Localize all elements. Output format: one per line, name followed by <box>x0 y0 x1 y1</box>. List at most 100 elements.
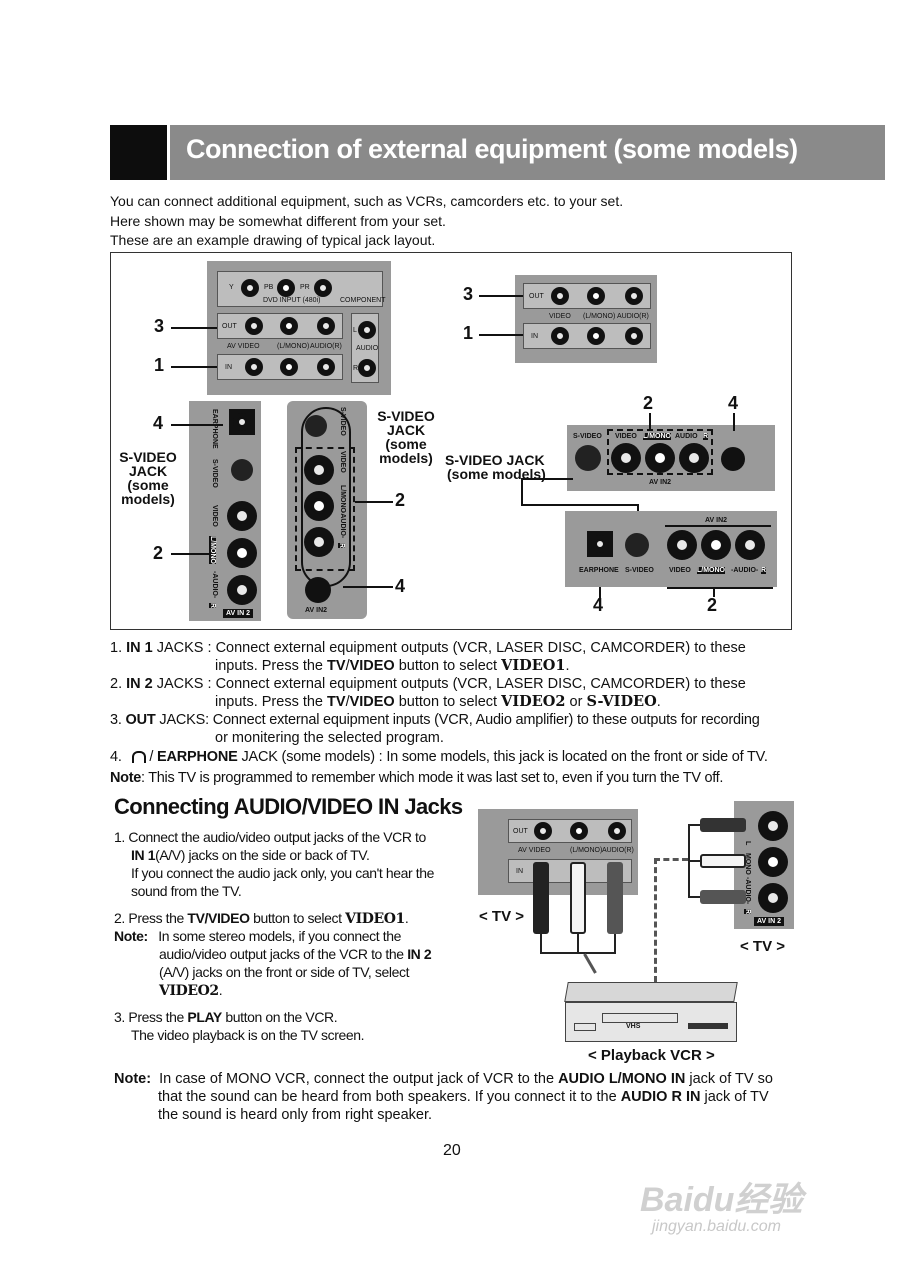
r-label: R <box>353 365 359 372</box>
item-dot: . <box>565 658 570 674</box>
item-jacks: JACKS: <box>155 712 213 728</box>
jack-audio-l[interactable] <box>227 538 257 568</box>
step-key: TV/VIDEO <box>187 910 250 926</box>
callout-line <box>649 413 651 431</box>
header-bar <box>170 125 885 180</box>
jack-out-right[interactable] <box>317 317 335 335</box>
callout-2: 2 <box>643 393 654 413</box>
jack-in-left[interactable] <box>280 358 298 376</box>
cable <box>688 896 700 898</box>
jack-in-right[interactable] <box>625 327 643 345</box>
item-text: Connect external equipment inputs (VCR, … <box>212 712 760 728</box>
jack-audio-l[interactable] <box>645 443 675 473</box>
step-text: button on the VCR. <box>221 1009 338 1025</box>
svideo-jack-line: models) <box>121 491 175 507</box>
jack-out-left[interactable] <box>587 287 605 305</box>
jack-in-left[interactable] <box>587 327 605 345</box>
audio-label: AUDIO <box>675 433 698 440</box>
video-label: VIDEO <box>669 567 691 574</box>
svideo-jack-label: S-VIDEO JACK <box>445 452 545 468</box>
jack-out-right[interactable] <box>625 287 643 305</box>
in-label: IN <box>225 364 232 371</box>
item-jacks: JACKS : <box>152 640 216 656</box>
jack-audio-r[interactable] <box>227 575 257 605</box>
some-models-label: (some models) <box>447 466 546 482</box>
jack-earphone[interactable] <box>233 413 251 431</box>
jack-svideo[interactable] <box>575 445 601 471</box>
side-l-label: L <box>744 841 751 846</box>
jack-out-video[interactable] <box>245 317 263 335</box>
list-item-out-cont: or monitering the selected program. <box>215 730 444 746</box>
step-key: PLAY <box>187 1009 222 1025</box>
callout-line <box>479 334 523 336</box>
av-in2-label: AV IN2 <box>649 479 672 486</box>
note-text: : This TV is programmed to remember whic… <box>141 770 724 786</box>
svideo-jack-line: JACK <box>386 422 426 438</box>
mode-video2: VIDEO2 <box>501 693 566 710</box>
av-in2-label: AV IN2 <box>305 607 328 614</box>
jack-out-video[interactable] <box>534 822 552 840</box>
tv-label-right: < TV > <box>740 938 786 955</box>
cable <box>540 952 616 954</box>
jack-in-right[interactable] <box>317 358 335 376</box>
step-dot: . <box>404 910 409 926</box>
back-panel-av: OUT VIDEO (L/MONO) AUDIO(R) IN <box>515 275 657 363</box>
av-in-2-badge: AV IN 2 <box>754 917 784 926</box>
jack-video[interactable] <box>758 811 788 841</box>
jack-video[interactable] <box>667 530 697 560</box>
callout-line <box>521 478 573 480</box>
lmono-label: L/MONO <box>209 536 216 564</box>
note-text: the sound is heard only from right speak… <box>158 1107 433 1123</box>
lmono-label: (L/MONO) <box>583 313 616 320</box>
callout-3: 3 <box>463 284 474 304</box>
jack-audio-r[interactable] <box>735 530 765 560</box>
jack-svideo[interactable] <box>625 533 649 557</box>
callout-line <box>479 295 523 297</box>
jack-out-video[interactable] <box>551 287 569 305</box>
callout-1: 1 <box>463 323 474 343</box>
jack-in-video[interactable] <box>551 327 569 345</box>
jack-svideo[interactable] <box>231 459 253 481</box>
earphone-label: EARPHONE <box>579 567 619 574</box>
jack-out-left[interactable] <box>570 822 588 840</box>
callout-1: 1 <box>154 355 165 375</box>
jack-pb[interactable] <box>277 279 295 297</box>
list-item-in2: 2. IN 2 JACKS : Connect external equipme… <box>110 675 800 693</box>
jack-video[interactable] <box>304 455 334 485</box>
tv-label-left: < TV > <box>479 908 525 925</box>
item-number: 4. <box>110 749 122 765</box>
side-audio-l-plug <box>700 854 746 868</box>
jack-earphone[interactable] <box>591 535 609 553</box>
list-item-in1-cont: inputs. Press the TV/VIDEO button to sel… <box>215 657 805 675</box>
item-number: 2. <box>110 676 123 692</box>
av-in2-group <box>295 447 355 571</box>
jack-video[interactable] <box>611 443 641 473</box>
jack-audio-r[interactable] <box>679 443 709 473</box>
svideo-label: S-VIDEO <box>211 459 218 488</box>
jack-in-video[interactable] <box>245 358 263 376</box>
page-title: Connection of external equipment (some m… <box>186 134 798 164</box>
side-panel-middle: S-VIDEO VIDEO L/MONO -AUDIO- R AV IN2 <box>287 401 367 619</box>
jack-pr[interactable] <box>314 279 332 297</box>
slash: / <box>345 658 350 674</box>
jack-audio-l[interactable] <box>758 847 788 877</box>
jack-earphone[interactable] <box>305 577 331 603</box>
audio-label: AUDIO <box>356 345 379 352</box>
jack-out-right[interactable] <box>608 822 626 840</box>
note-text: In case of MONO VCR, connect the output … <box>159 1071 559 1087</box>
intro-line-3: These are an example drawing of typical … <box>110 232 436 248</box>
jack-video[interactable] <box>227 501 257 531</box>
svideo-label: S-VIDEO <box>339 407 346 436</box>
jack-component-audio-l[interactable] <box>358 321 376 339</box>
note-key: Note: <box>114 928 148 944</box>
jack-svideo[interactable] <box>305 415 327 437</box>
jack-component-audio-r[interactable] <box>358 359 376 377</box>
jack-y[interactable] <box>241 279 259 297</box>
jack-audio-r[interactable] <box>304 527 334 557</box>
jack-out-left[interactable] <box>280 317 298 335</box>
jack-earphone[interactable] <box>721 447 745 471</box>
jack-audio-l[interactable] <box>701 530 731 560</box>
jack-audio-r[interactable] <box>758 883 788 913</box>
jack-audio-l[interactable] <box>304 491 334 521</box>
callout-line <box>171 424 223 426</box>
